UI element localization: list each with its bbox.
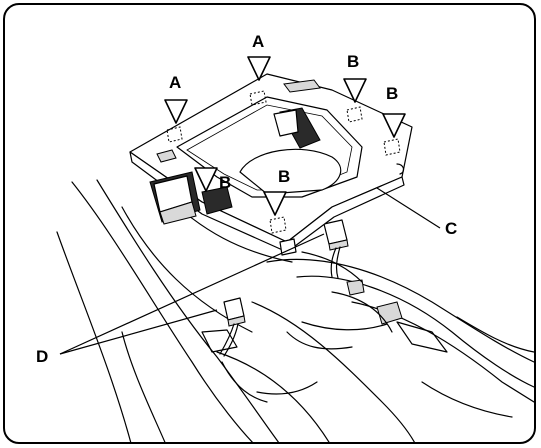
arrow-down-icon bbox=[382, 113, 406, 138]
callout-b-right: B bbox=[386, 84, 398, 103]
arrow-down-icon bbox=[263, 191, 287, 216]
callout-c: C bbox=[445, 219, 457, 238]
clip-arrows bbox=[164, 56, 406, 216]
center-console bbox=[56, 179, 534, 442]
connector-d-lower bbox=[219, 297, 246, 357]
callout-b-lower: B bbox=[219, 173, 231, 192]
arrow-down-icon bbox=[194, 167, 218, 192]
callout-d: D bbox=[36, 347, 48, 366]
callout-b-top: B bbox=[347, 52, 359, 71]
connector-d-upper bbox=[323, 219, 349, 279]
leader-lines bbox=[59, 187, 441, 355]
console-panel-illustration: A A B B B B C D bbox=[36, 32, 534, 442]
diagram-frame: A A B B B B C D bbox=[3, 3, 536, 444]
console-trim-panel-c bbox=[129, 73, 413, 256]
callout-a-left: A bbox=[169, 73, 181, 92]
callout-a-top: A bbox=[252, 32, 264, 51]
arrow-down-icon bbox=[164, 99, 188, 124]
arrow-down-icon bbox=[343, 78, 367, 103]
callout-b-center: B bbox=[278, 167, 290, 186]
arrow-down-icon bbox=[247, 56, 271, 81]
